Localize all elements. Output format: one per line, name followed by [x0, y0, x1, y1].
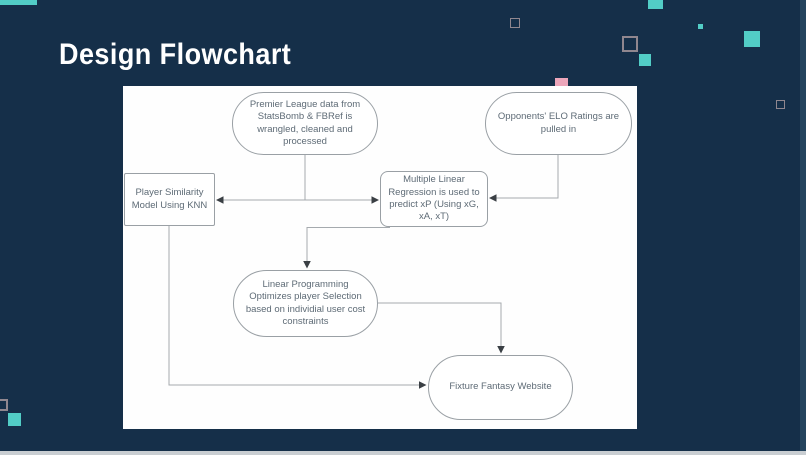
node-opponents-elo: Opponents' ELO Ratings are pulled in — [485, 92, 632, 155]
arrowhead-left — [216, 196, 224, 204]
deco-outline-square — [0, 399, 8, 411]
node-linear-programming: Linear Programming Optimizes player Sele… — [233, 270, 378, 337]
connector-line — [496, 155, 559, 199]
node-multiple-linear-regression: Multiple Linear Regression is used to pr… — [380, 171, 488, 227]
deco-outline-square — [622, 36, 638, 52]
node-premier-league-data: Premier League data from StatsBomb & FBR… — [232, 92, 378, 155]
arrowhead-right — [419, 381, 427, 389]
connector-line — [168, 226, 419, 386]
deco-teal-square — [639, 54, 651, 66]
connector-line — [378, 302, 502, 346]
connector-line — [306, 227, 390, 261]
node-player-similarity-knn: Player Similarity Model Using KNN — [124, 173, 215, 226]
deco-outline-square — [776, 100, 785, 109]
arrowhead-left — [489, 194, 497, 202]
deco-teal-square — [698, 24, 703, 29]
deco-outline-square — [510, 18, 520, 28]
arrowhead-down — [303, 261, 311, 269]
flowchart-panel: Premier League data from StatsBomb & FBR… — [123, 86, 637, 429]
slide-bottom-bar — [0, 451, 806, 455]
arrowhead-right — [371, 196, 379, 204]
node-fixture-fantasy-website: Fixture Fantasy Website — [428, 355, 573, 420]
arrowhead-down — [497, 346, 505, 354]
flowchart-connectors — [168, 155, 559, 389]
deco-teal-square — [648, 0, 663, 9]
deco-teal-square — [744, 31, 760, 47]
deco-pink-square — [555, 78, 568, 88]
slide-title: Design Flowchart — [59, 38, 292, 71]
deco-teal-square — [8, 413, 21, 426]
slide-right-edge — [800, 0, 806, 455]
deco-teal-strip-top-left — [0, 0, 37, 5]
